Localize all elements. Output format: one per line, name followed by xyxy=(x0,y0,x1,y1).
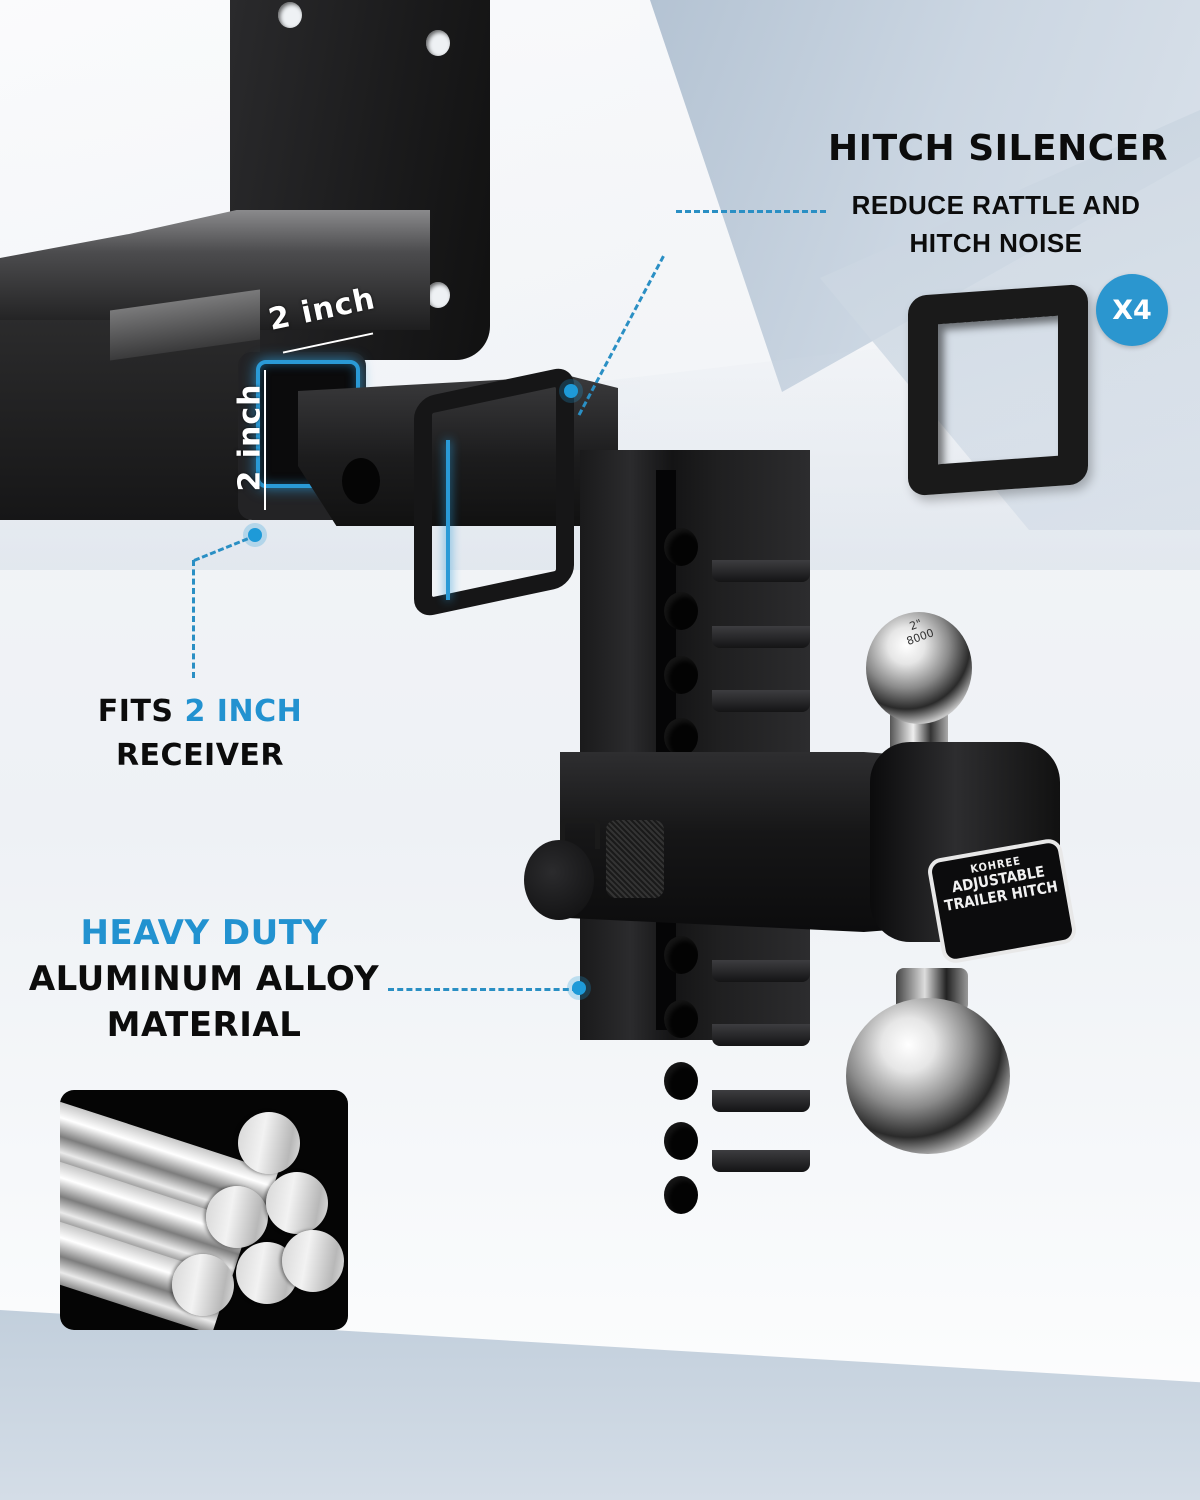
height-adjust-hole xyxy=(664,656,698,694)
drop-bar-rib xyxy=(712,960,810,982)
bolt-hole xyxy=(426,282,450,308)
aluminum-rod-end xyxy=(282,1230,344,1292)
height-adjust-hole xyxy=(664,592,698,630)
receiver-callout-prefix: FITS xyxy=(97,694,174,729)
hitch-ball-bottom xyxy=(846,998,1010,1154)
height-adjust-hole xyxy=(664,1122,698,1160)
callout-line-material xyxy=(388,988,578,991)
height-dimension-label: 2 inch xyxy=(232,383,268,492)
callout-line-receiver xyxy=(192,560,195,678)
bolt-hole xyxy=(278,2,302,28)
drop-bar-rib xyxy=(712,560,810,582)
height-adjust-hole xyxy=(664,528,698,566)
aluminum-rod-end xyxy=(266,1172,328,1234)
silencer-title: HITCH SILENCER xyxy=(828,128,1168,169)
height-adjust-hole xyxy=(664,1000,698,1038)
aluminum-rod-end xyxy=(172,1254,234,1316)
receiver-callout-line1: FITS 2 INCH xyxy=(60,690,340,734)
silencer-highlight xyxy=(446,440,450,600)
silencer-subtitle-line: HITCH NOISE xyxy=(909,228,1083,258)
aluminum-rods-image xyxy=(60,1090,348,1330)
aluminum-rod-end xyxy=(238,1112,300,1174)
receiver-callout: FITS 2 INCH RECEIVER xyxy=(60,690,340,778)
drop-bar-rib xyxy=(712,1150,810,1172)
locking-pin-cap xyxy=(524,840,594,920)
receiver-callout-line2: RECEIVER xyxy=(115,738,285,773)
height-adjust-hole xyxy=(664,936,698,974)
height-adjust-hole xyxy=(664,1062,698,1100)
dimension-line xyxy=(264,370,266,510)
silencer-subtitle: REDUCE RATTLE AND HITCH NOISE xyxy=(818,186,1174,262)
locking-pin-clip xyxy=(560,818,600,849)
pin-hole xyxy=(342,458,380,504)
material-callout-highlight: HEAVY DUTY xyxy=(80,913,328,953)
callout-dot xyxy=(564,384,578,398)
drop-bar-rib xyxy=(712,690,810,712)
silencer-subtitle-line: REDUCE RATTLE AND xyxy=(851,190,1141,220)
height-adjust-hole xyxy=(664,718,698,756)
locking-pin-knob xyxy=(606,820,664,898)
bolt-hole xyxy=(426,30,450,56)
hitch-ball-top xyxy=(866,612,972,724)
drop-bar-rib xyxy=(712,1024,810,1046)
drop-bar-rib xyxy=(712,1090,810,1112)
material-callout: HEAVY DUTY ALUMINUM ALLOY MATERIAL xyxy=(14,910,394,1048)
height-adjust-hole xyxy=(664,1176,698,1214)
drop-bar-rib xyxy=(712,626,810,648)
callout-line-silencer xyxy=(676,210,826,213)
receiver-callout-highlight: 2 INCH xyxy=(184,694,303,729)
material-callout-line3: MATERIAL xyxy=(106,1005,302,1045)
quantity-badge: X4 xyxy=(1096,274,1168,346)
hitch-silencer-product xyxy=(908,283,1088,497)
installed-silencer xyxy=(414,364,574,620)
material-callout-line2: ALUMINUM ALLOY xyxy=(28,959,380,999)
callout-dot xyxy=(248,528,262,542)
aluminum-rod-end xyxy=(206,1186,268,1248)
callout-dot xyxy=(572,981,586,995)
